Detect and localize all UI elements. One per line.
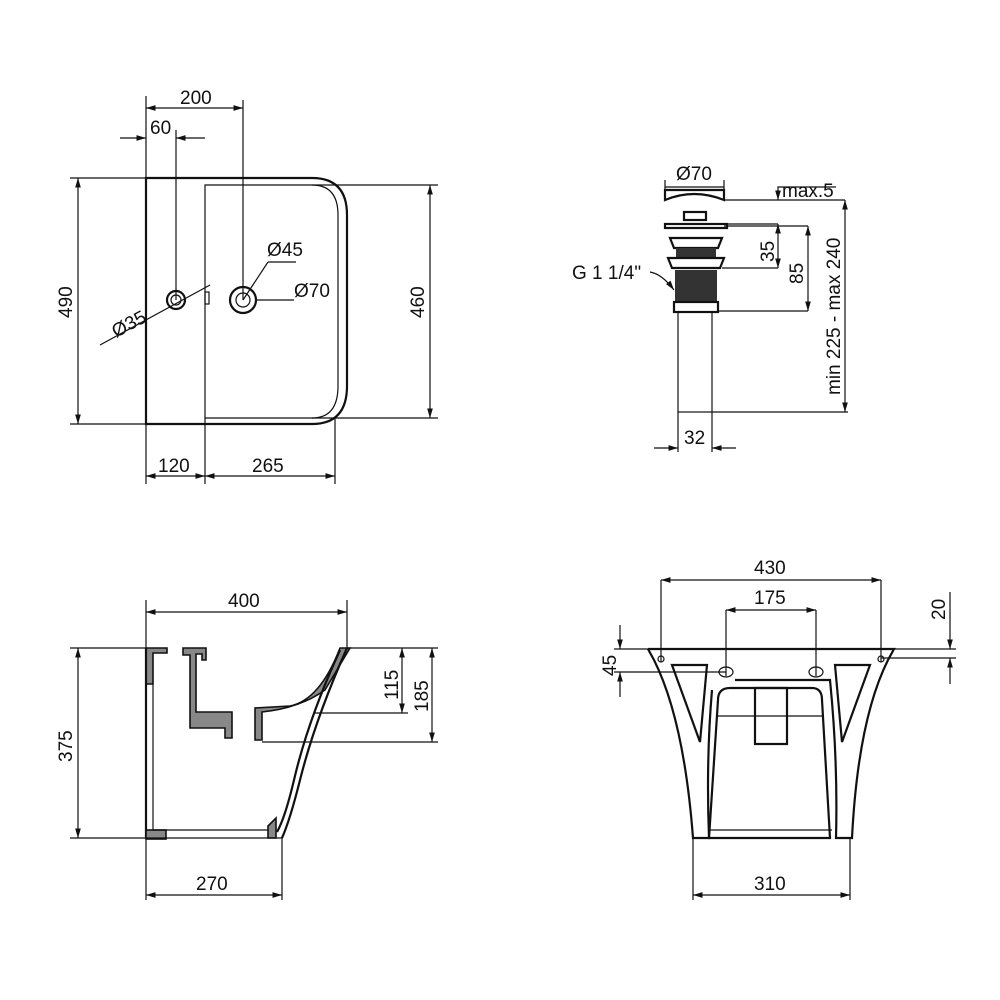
dim-430: 430 — [754, 558, 786, 579]
dim-200: 200 — [180, 88, 212, 109]
label-thread: G 1 1/4" — [572, 263, 641, 284]
dim-185: 185 — [412, 680, 433, 712]
dim-270: 270 — [196, 874, 228, 895]
plan-view: 200 60 490 460 Ø45 Ø70 Ø35 120 265 — [56, 88, 438, 484]
dim-460: 460 — [408, 286, 429, 318]
dim-120: 120 — [158, 456, 190, 477]
dim-d70: Ø70 — [676, 164, 712, 185]
label-d35: Ø35 — [108, 307, 150, 342]
dim-175: 175 — [754, 588, 786, 609]
dim-310: 310 — [754, 874, 786, 895]
drain-view: Ø70 max.5 35 85 min 225 - max 240 G 1 1/… — [572, 164, 848, 452]
dim-375: 375 — [56, 730, 77, 762]
dim-265: 265 — [252, 456, 284, 477]
dim-115: 115 — [382, 670, 403, 700]
label-d45: Ø45 — [267, 240, 303, 261]
dim-490: 490 — [56, 286, 77, 318]
front-view: 430 175 45 20 310 — [600, 558, 956, 900]
label-d70: Ø70 — [294, 281, 330, 302]
dim-225-240: min 225 - max 240 — [824, 238, 845, 395]
dim-400: 400 — [228, 591, 260, 612]
side-view: 400 375 115 185 270 — [56, 591, 438, 900]
dim-60: 60 — [150, 118, 171, 139]
dim-85: 85 — [787, 263, 808, 284]
dim-35: 35 — [758, 241, 779, 262]
dim-32: 32 — [684, 428, 705, 449]
dim-20: 20 — [929, 599, 950, 620]
label-max5: max.5 — [782, 181, 834, 202]
dim-45: 45 — [600, 655, 621, 676]
